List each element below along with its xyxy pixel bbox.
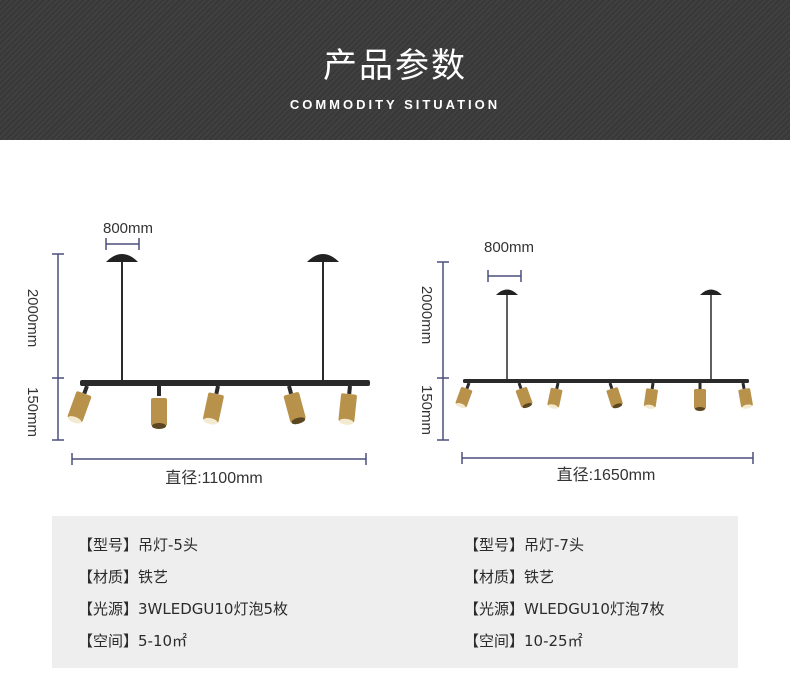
drop-length-label: 2000mm (418, 286, 435, 344)
diameter-label: 直径:1100mm (165, 469, 263, 487)
fixture-diagram-5-head: 800mm 2000mm 150mm 直径:1100mm (24, 220, 370, 487)
fixture-bar (463, 379, 749, 383)
canopy-width-label: 800mm (484, 239, 534, 256)
spec-row-model: 【型号】吊灯-7头 (464, 534, 664, 566)
spec-row-space: 【空间】5-10㎡ (78, 630, 288, 662)
drop-length-label: 2000mm (24, 289, 41, 347)
lamp-heads (67, 385, 357, 429)
spec-key: 【光源】 (78, 600, 139, 618)
ceiling-canopy-right (700, 289, 722, 295)
spec-value: 吊灯-5头 (138, 536, 198, 554)
spec-value: 10-25㎡ (524, 632, 583, 650)
fixture-diagram-7-head: 800mm 2000mm 150mm 直径:1650mm (418, 239, 754, 484)
spec-key: 【材质】 (464, 568, 525, 586)
spec-row-material: 【材质】铁艺 (78, 566, 288, 598)
spec-key: 【光源】 (464, 600, 525, 618)
spec-row-space: 【空间】10-25㎡ (464, 630, 664, 662)
spec-value: 3WLEDGU10灯泡5枚 (138, 600, 289, 618)
diameter-label: 直径:1650mm (557, 466, 656, 484)
spec-key: 【空间】 (464, 632, 525, 650)
header-banner: 产品参数 COMMODITY SITUATION (0, 0, 790, 140)
spec-key: 【材质】 (78, 568, 139, 586)
spec-value: WLEDGU10灯泡7枚 (524, 600, 665, 618)
page-subtitle: COMMODITY SITUATION (289, 97, 501, 112)
spec-list-5-head: 【型号】吊灯-5头 【材质】铁艺 【光源】3WLEDGU10灯泡5枚 【空间】5… (78, 534, 288, 662)
spec-row-light-source: 【光源】3WLEDGU10灯泡5枚 (78, 598, 288, 630)
spec-key: 【型号】 (464, 536, 525, 554)
spec-list-7-head: 【型号】吊灯-7头 【材质】铁艺 【光源】WLEDGU10灯泡7枚 【空间】10… (464, 534, 664, 662)
lamp-heads (455, 382, 753, 411)
spec-panel: 【型号】吊灯-5头 【材质】铁艺 【光源】3WLEDGU10灯泡5枚 【空间】5… (52, 516, 738, 668)
fixture-bar (80, 380, 370, 386)
page-title: 产品参数 (323, 46, 467, 86)
ceiling-canopy-right (307, 254, 339, 262)
spec-row-light-source: 【光源】WLEDGU10灯泡7枚 (464, 598, 664, 630)
head-height-label: 150mm (418, 385, 435, 435)
ceiling-canopy-left (106, 254, 138, 262)
canopy-width-label: 800mm (103, 220, 153, 237)
spec-value: 5-10㎡ (138, 632, 188, 650)
spec-key: 【型号】 (78, 536, 139, 554)
spec-row-model: 【型号】吊灯-5头 (78, 534, 288, 566)
ceiling-canopy-left (496, 289, 518, 295)
head-height-label: 150mm (24, 387, 41, 437)
spec-key: 【空间】 (78, 632, 139, 650)
spec-row-material: 【材质】铁艺 (464, 566, 664, 598)
spec-value: 铁艺 (524, 568, 555, 586)
spec-value: 吊灯-7头 (524, 536, 584, 554)
spec-value: 铁艺 (138, 568, 169, 586)
